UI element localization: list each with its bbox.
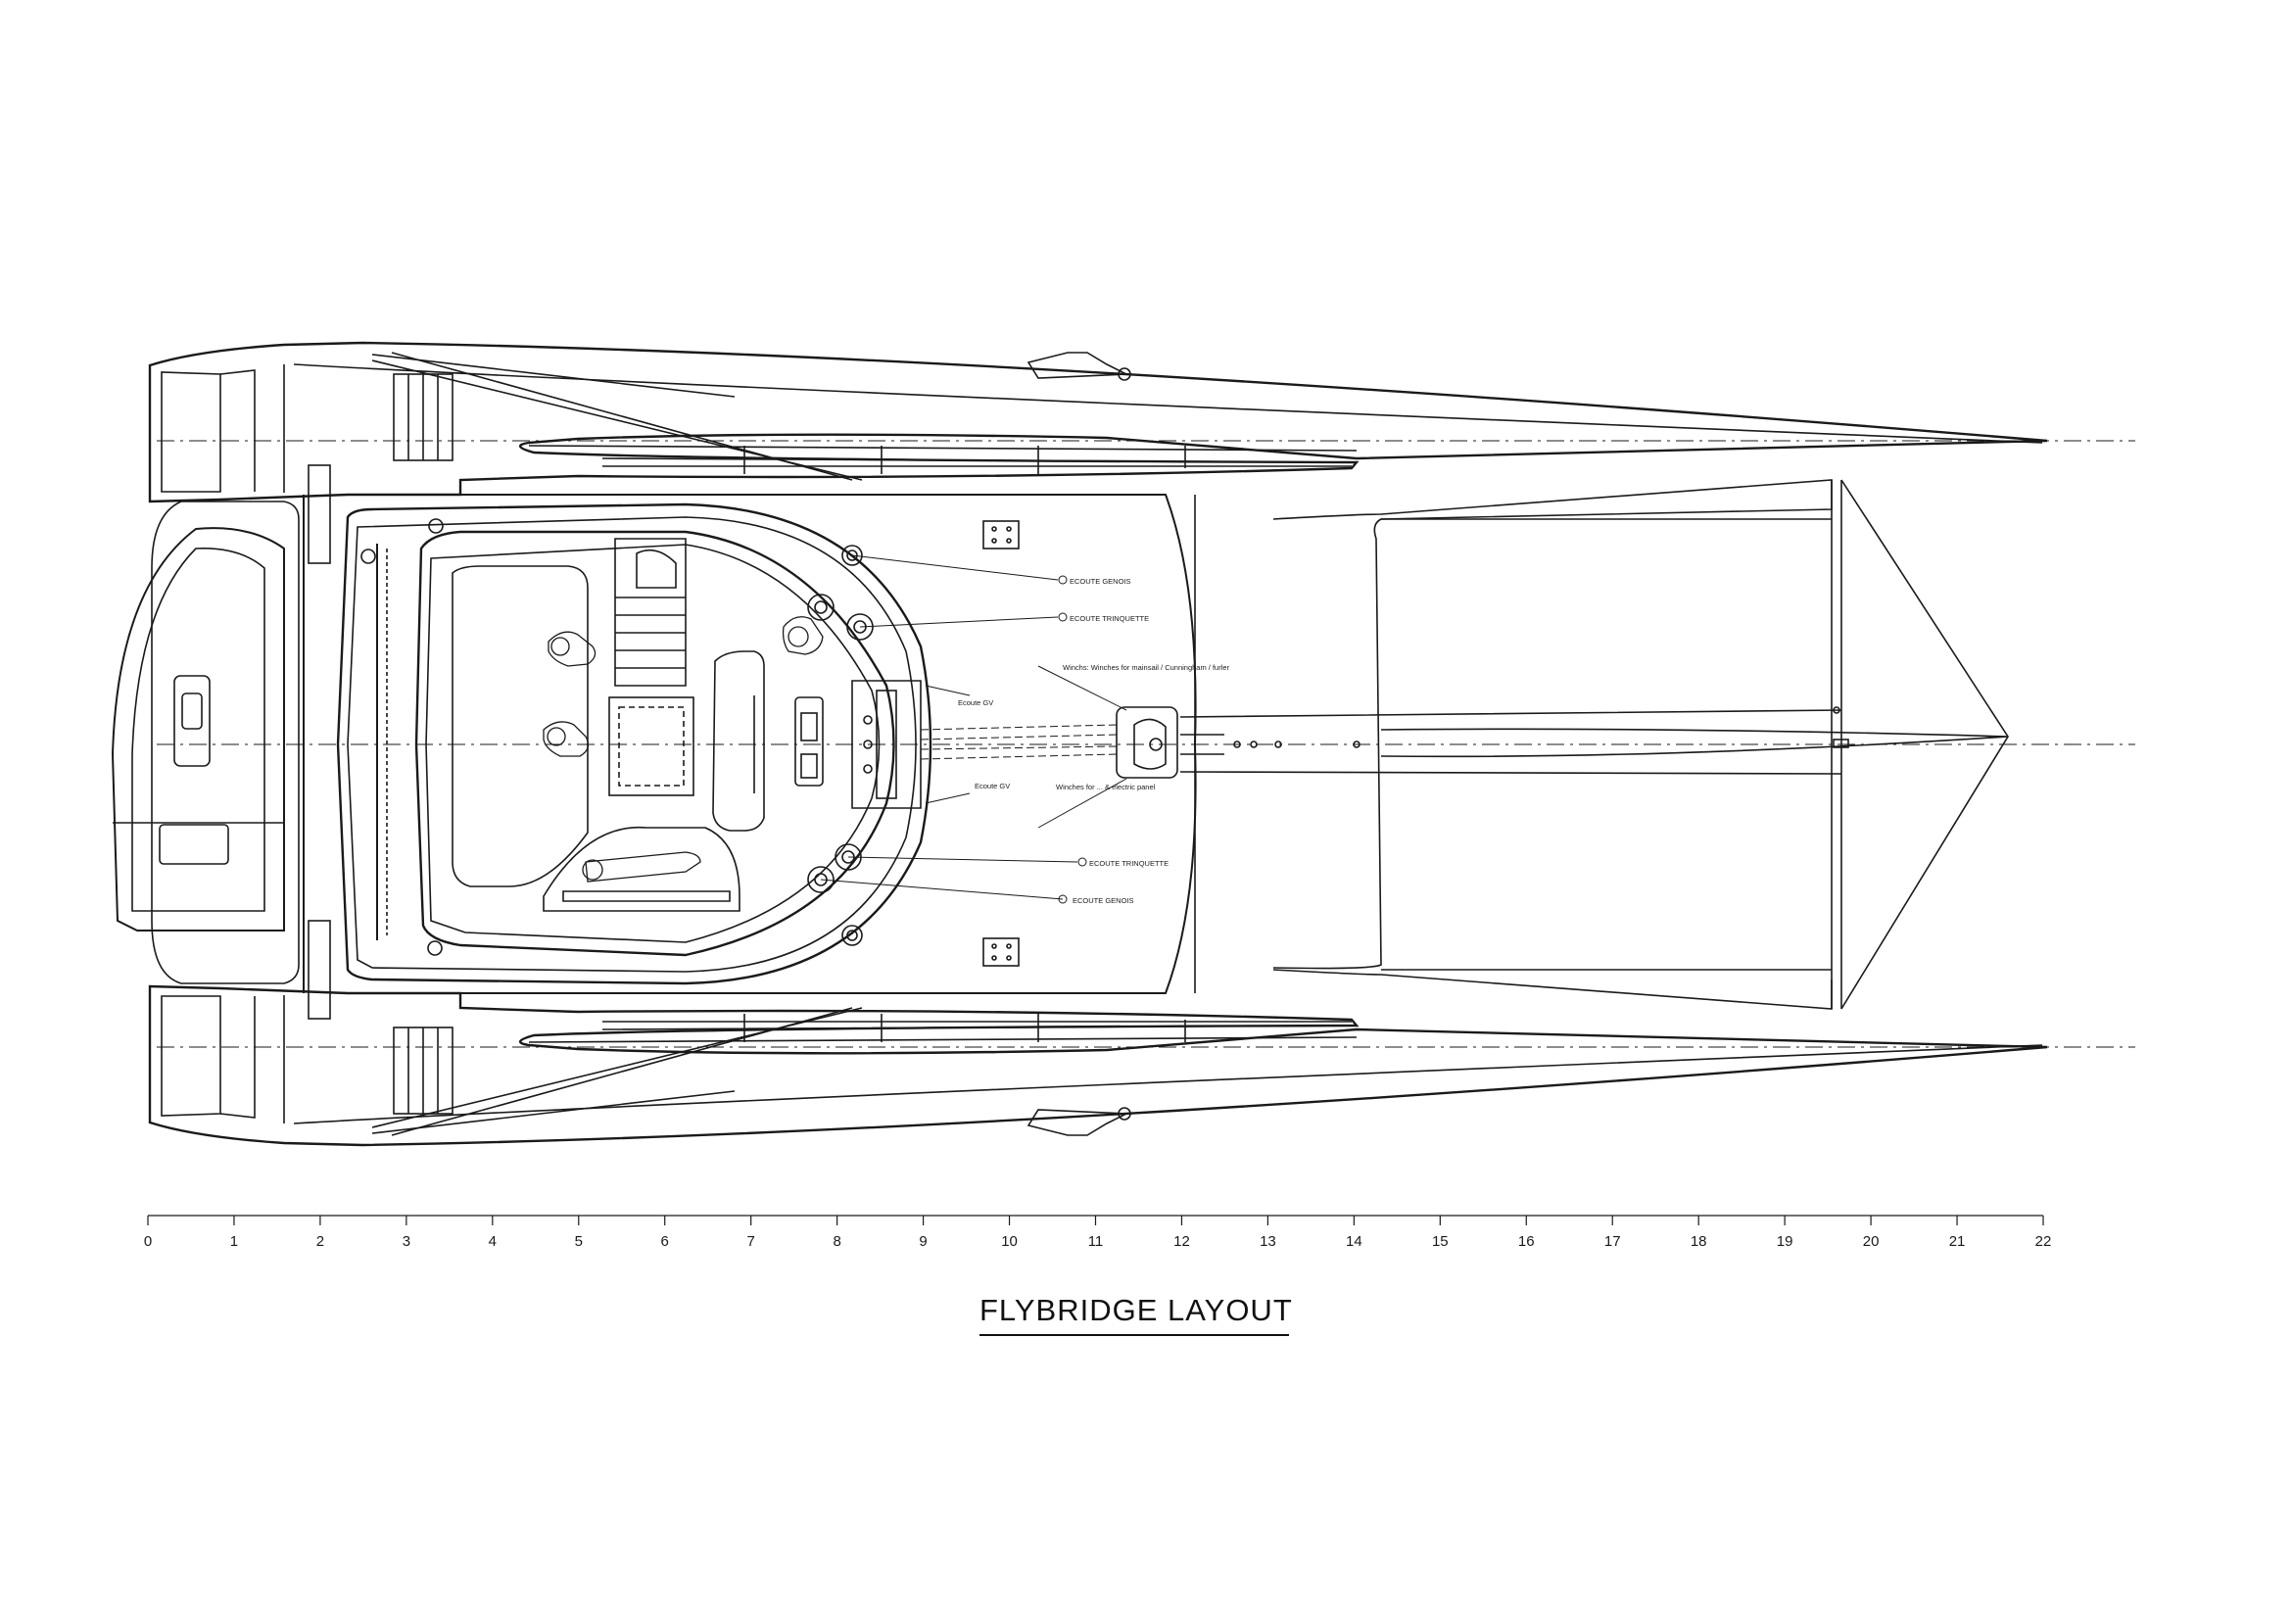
flybridge-inner — [414, 530, 895, 957]
scale-label-17: 17 — [1604, 1233, 1621, 1250]
label-stbd-genoa-sheet: ECOUTE GENOIS — [1073, 896, 1134, 905]
dinghy-console — [173, 675, 211, 767]
trampoline-stbd — [1272, 969, 1833, 1010]
scale-label-7: 7 — [747, 1233, 755, 1250]
winch — [807, 594, 835, 621]
scale-label-11: 11 — [1088, 1233, 1104, 1250]
port-aft-bench — [308, 464, 331, 564]
scale-label-16: 16 — [1518, 1233, 1535, 1250]
lower-hull-outline — [148, 984, 2048, 1147]
bowsprit-long — [1380, 728, 2009, 758]
scale-label-1: 1 — [230, 1233, 238, 1250]
stbd-winch-plate — [982, 937, 1020, 967]
scale-label-10: 10 — [1001, 1233, 1018, 1250]
control-lines — [920, 724, 1118, 760]
bridgedeck — [303, 464, 1197, 1020]
genoa-block-stbd — [1058, 894, 1068, 904]
forward-crossbeam — [1180, 734, 1224, 755]
scale-label-19: 19 — [1777, 1233, 1793, 1250]
scale-label-15: 15 — [1432, 1233, 1449, 1250]
sunbed — [543, 826, 740, 912]
label-port-trinquette-sheet: ECOUTE TRINQUETTE — [1070, 614, 1149, 623]
label-stbd-note: Winches for ... & electric panel — [1056, 783, 1156, 791]
scale-label-20: 20 — [1863, 1233, 1880, 1250]
scale-label-3: 3 — [403, 1233, 410, 1250]
scale-bar — [147, 1215, 2044, 1225]
person-lying — [585, 851, 701, 883]
helm-bench — [712, 650, 765, 832]
davit-frame — [151, 501, 300, 984]
foredeck — [1116, 479, 2009, 1010]
flybridge-deck — [336, 502, 1118, 985]
scale-ticks — [147, 1216, 2044, 1225]
table — [608, 696, 694, 796]
scale-label-6: 6 — [661, 1233, 669, 1250]
companionway-stairs — [614, 538, 687, 687]
winch — [807, 866, 835, 893]
winch — [841, 545, 863, 566]
label-wind-note: Winchs: Winches for mainsail / Cunningha… — [1063, 663, 1230, 672]
settee — [452, 565, 589, 887]
dinghy — [111, 501, 300, 984]
scale-label-4: 4 — [489, 1233, 497, 1250]
scale-label-8: 8 — [833, 1233, 840, 1250]
scale-label-2: 2 — [316, 1233, 324, 1250]
drawing-title: FLYBRIDGE LAYOUT — [979, 1291, 1292, 1336]
winch — [841, 925, 863, 946]
scale-label-22: 22 — [2035, 1233, 2052, 1250]
winch — [846, 613, 874, 641]
instrument-panel — [851, 680, 922, 809]
sheet-leads — [820, 554, 1127, 904]
port-winch-plate — [982, 520, 1020, 549]
people — [543, 616, 824, 883]
genoa-block-port — [1058, 575, 1068, 585]
mast-base — [1116, 706, 1178, 779]
upper-hull — [148, 341, 2048, 503]
person-seated-1 — [548, 631, 597, 667]
trampoline-port — [1272, 479, 1833, 970]
scale-label-0: 0 — [144, 1233, 152, 1250]
scale-label-18: 18 — [1691, 1233, 1707, 1250]
dinghy-tube — [111, 527, 285, 931]
label-port-gv: Ecoute GV — [958, 698, 993, 707]
stbd-aft-bench — [308, 920, 331, 1020]
helm-console — [794, 696, 824, 787]
scale-label-9: 9 — [919, 1233, 927, 1250]
person-seated-2 — [543, 721, 590, 757]
upper-hull-outline — [148, 341, 2048, 503]
label-stbd-gv: Ecoute GV — [975, 782, 1010, 790]
lower-hull — [148, 984, 2048, 1147]
trinquette-block-stbd — [1077, 857, 1087, 867]
lower-stair-grid — [393, 1027, 453, 1115]
scale-label-12: 12 — [1173, 1233, 1190, 1250]
scale-label-14: 14 — [1346, 1233, 1362, 1250]
trinquette-block-port — [1058, 612, 1068, 622]
forestay-lines — [1840, 479, 2009, 1010]
label-stbd-trinquette-sheet: ECOUTE TRINQUETTE — [1089, 859, 1169, 868]
upper-stair-grid — [393, 373, 453, 461]
label-port-genoa-sheet: ECOUTE GENOIS — [1070, 577, 1131, 586]
dinghy-bench — [159, 824, 229, 865]
annotations: ECOUTE GENOIS ECOUTE TRINQUETTE Winchs: … — [958, 577, 1230, 905]
centerlines — [157, 440, 2135, 1048]
scale-label-13: 13 — [1260, 1233, 1276, 1250]
person-standing — [782, 616, 824, 655]
flybridge-outer — [336, 502, 932, 985]
scale-label-5: 5 — [575, 1233, 583, 1250]
scale-label-21: 21 — [1949, 1233, 1966, 1250]
